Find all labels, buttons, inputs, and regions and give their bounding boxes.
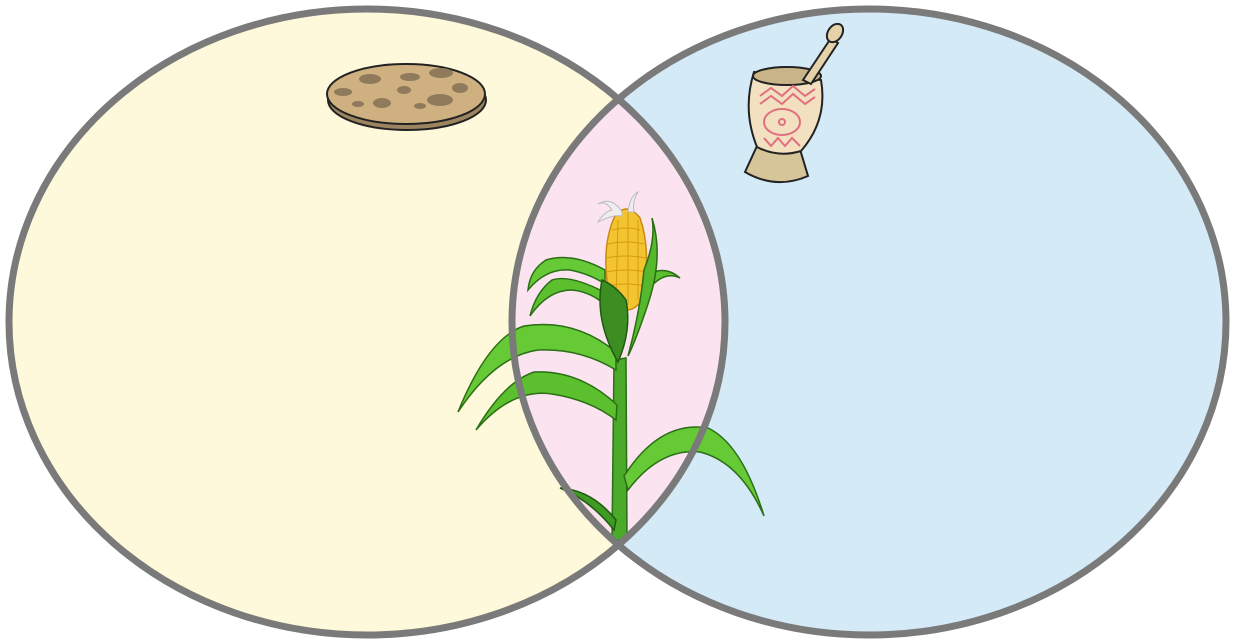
tortilla-icon xyxy=(327,64,486,130)
